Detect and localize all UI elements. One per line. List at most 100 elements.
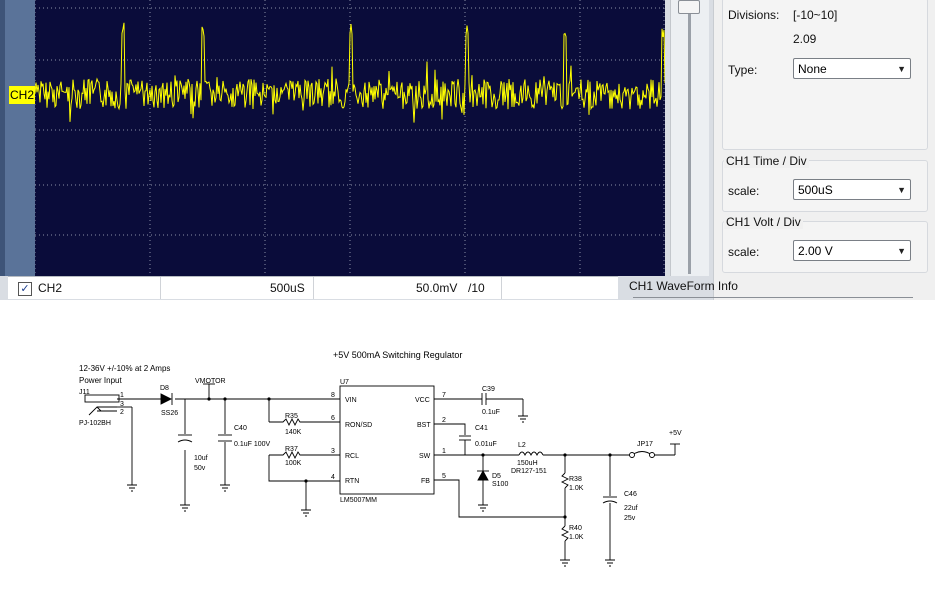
d8-ref: D8 (160, 385, 169, 392)
pin-rtn: RTN (345, 478, 359, 485)
r40-ref: R40 (569, 525, 582, 532)
ch2-offset-marker[interactable]: CH2 (9, 86, 35, 104)
chevron-down-icon: ▼ (897, 185, 906, 195)
volt-scale-label: scale: (728, 245, 760, 259)
c46-value: 22uf (624, 505, 638, 512)
type-dropdown-value: None (798, 62, 827, 76)
pin-fb: FB (421, 478, 430, 485)
pin-num-rcl: 3 (331, 448, 335, 455)
scroll-track (688, 6, 691, 274)
schematic-svg: +5V 500mA Switching Regulator 12-36V +/-… (79, 350, 682, 567)
ch2-trace (35, 22, 665, 123)
schematic-wires (84, 383, 680, 567)
j11-pin-1: 1 (120, 392, 124, 399)
pin-num-sw: 1 (442, 448, 446, 455)
cell-divider (501, 277, 502, 299)
status-time-div: 500uS (270, 281, 305, 295)
r37-value: 100K (285, 460, 302, 467)
c40-value: 0.1uF 100V (234, 441, 271, 448)
volt-scale-value: 2.00 V (798, 244, 833, 258)
pin-vin: VIN (345, 397, 357, 404)
l2-part: DR127-151 (511, 468, 547, 475)
d8-part: SS26 (161, 410, 178, 417)
status-volt-div: 50.0mV (416, 281, 458, 295)
rail-edge (0, 0, 5, 276)
waveform-svg (35, 0, 665, 276)
chevron-down-icon: ▼ (897, 64, 906, 74)
volt-scale-dropdown[interactable]: 2.00 V ▼ (793, 240, 911, 261)
plot-grid (35, 0, 665, 276)
regulator-schematic: +5V 500mA Switching Regulator 12-36V +/-… (57, 340, 697, 583)
ic-part: LM5007MM (340, 497, 377, 504)
cell-divider (160, 277, 161, 299)
settings-panel: Divisions: [-10~10] 2.09 Type: None ▼ CH… (713, 0, 935, 300)
pin-vcc: VCC (415, 397, 430, 404)
jp17-ref: JP17 (637, 441, 653, 448)
status-channel: CH2 (38, 281, 63, 295)
ic-ref: U7 (340, 379, 349, 386)
d5-part: S100 (492, 481, 508, 488)
channel-status-bar: ✓ CH2 500uS 50.0mV /10 (8, 276, 618, 299)
chevron-down-icon: ▼ (897, 246, 906, 256)
ch2-enable-checkbox[interactable]: ✓ (18, 282, 32, 296)
c40-ref: C40 (234, 425, 247, 432)
r35-ref: R35 (285, 413, 298, 420)
pin-num-vcc: 7 (442, 392, 446, 399)
channel-offset-rail[interactable] (0, 0, 35, 276)
divisions-value: 2.09 (793, 32, 817, 46)
time-div-title: CH1 Time / Div (724, 154, 809, 168)
vout-label: +5V (669, 430, 682, 437)
input-note: 12-36V +/-10% at 2 Amps (79, 364, 170, 373)
r40-value: 1.0K (569, 534, 584, 541)
pin-num-ron: 6 (331, 415, 335, 422)
cell-divider (313, 277, 314, 299)
j11-pin-3: 3 (120, 401, 124, 408)
waveform-plot[interactable] (35, 0, 665, 276)
scroll-thumb[interactable] (678, 0, 700, 14)
pin-bst: BST (417, 422, 431, 429)
vmotor-label: VMOTOR (195, 378, 226, 385)
waveform-info-title: CH1 WaveForm Info (629, 279, 738, 293)
c41-ref: C41 (475, 425, 488, 432)
divisions-label: Divisions: (728, 8, 780, 22)
waveform-info-frame (633, 297, 913, 298)
pin-num-fb: 5 (442, 473, 446, 480)
junction-dots (207, 397, 612, 519)
time-scale-label: scale: (728, 184, 760, 198)
r38-ref: R38 (569, 476, 582, 483)
pin-num-rtn: 4 (331, 474, 335, 481)
bulk-cap-voltage: 50v (194, 465, 206, 472)
l2-value: 150uH (517, 460, 538, 467)
bulk-cap-value: 10uf (194, 455, 208, 462)
r37-ref: R37 (285, 446, 298, 453)
status-probe: /10 (468, 281, 485, 295)
type-label: Type: (728, 63, 758, 77)
l2-ref: L2 (518, 442, 526, 449)
volt-div-title: CH1 Volt / Div (724, 215, 803, 229)
ground-symbols (127, 415, 615, 567)
type-dropdown[interactable]: None ▼ (793, 58, 911, 79)
pin-ron-sd: RON/SD (345, 422, 372, 429)
pin-num-vin: 8 (331, 392, 335, 399)
r38-value: 1.0K (569, 485, 584, 492)
d5-ref: D5 (492, 473, 501, 480)
power-input-label: Power Input (79, 376, 122, 385)
c39-value: 0.1uF (482, 409, 500, 416)
r35-value: 140K (285, 429, 302, 436)
j11-pin-2: 2 (120, 409, 124, 416)
pin-num-bst: 2 (442, 417, 446, 424)
c46-ref: C46 (624, 491, 637, 498)
c39-ref: C39 (482, 386, 495, 393)
pin-rcl: RCL (345, 453, 359, 460)
schematic-title: +5V 500mA Switching Regulator (333, 350, 462, 360)
vertical-scrollbar[interactable] (670, 0, 709, 276)
oscilloscope-window: CH2 Divisions: [-10~10] 2.09 Type: None … (0, 0, 935, 300)
time-scale-value: 500uS (798, 183, 833, 197)
j11-part: PJ-102BH (79, 420, 111, 427)
c46-voltage: 25v (624, 515, 636, 522)
divisions-range: [-10~10] (793, 8, 838, 22)
pin-sw: SW (419, 453, 431, 460)
j11-ref: J11 (79, 389, 90, 396)
time-scale-dropdown[interactable]: 500uS ▼ (793, 179, 911, 200)
c41-value: 0.01uF (475, 441, 497, 448)
